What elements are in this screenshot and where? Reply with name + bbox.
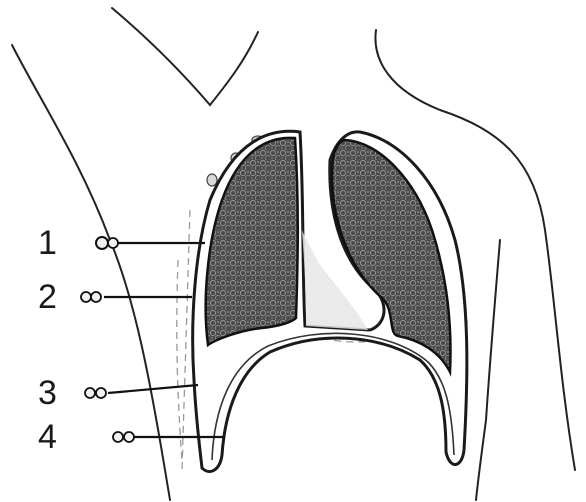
- right-arm-line: [476, 240, 500, 500]
- pin-3: [85, 385, 198, 398]
- label-4: 4: [38, 420, 57, 454]
- chin-line: [112, 8, 258, 105]
- pin-2: [81, 292, 192, 302]
- pleura: [193, 131, 467, 471]
- pin-head-4: [113, 432, 123, 442]
- left-body-contour: [12, 45, 170, 500]
- left-lung: [206, 138, 298, 345]
- pin-head-3: [85, 388, 95, 398]
- pin-head-1: [96, 237, 108, 249]
- label-2: 2: [38, 280, 57, 314]
- label-1: 1: [38, 226, 57, 260]
- label-3: 3: [38, 376, 57, 410]
- pin-head-2: [81, 292, 91, 302]
